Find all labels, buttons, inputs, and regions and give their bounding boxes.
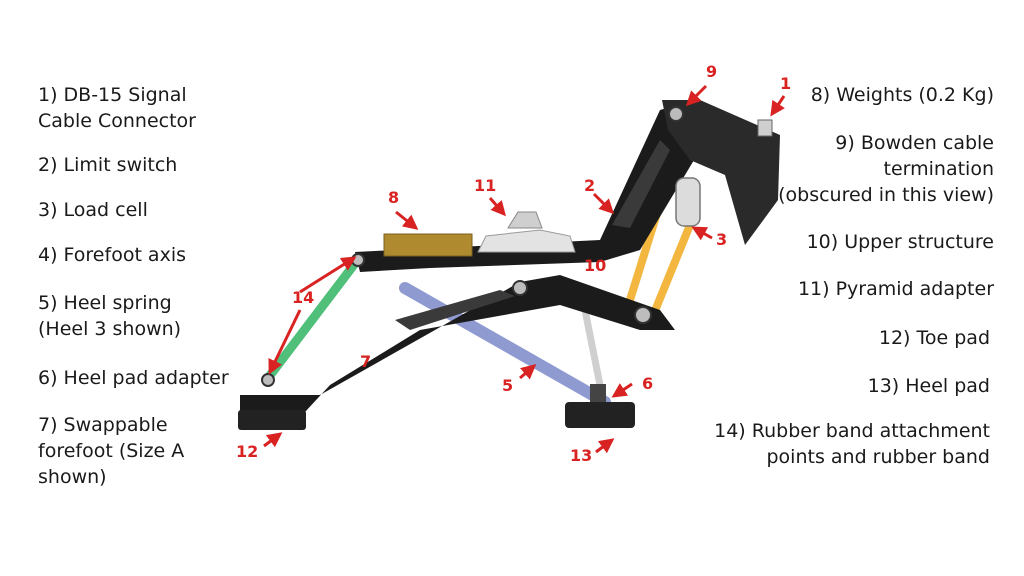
- upper-structure-inner: [612, 140, 670, 228]
- bowden-bracket: [662, 100, 780, 245]
- heel-spring: [399, 282, 611, 408]
- label-6-heel-pad-adapter: 6) Heel pad adapter: [38, 367, 229, 389]
- weights: [383, 233, 473, 257]
- marker-9: 9: [706, 62, 718, 81]
- rubber-band: [263, 257, 361, 383]
- pyramid-adapter: [477, 229, 576, 253]
- marker-3: 3: [716, 230, 728, 249]
- heel-pad-adapter: [590, 384, 606, 402]
- toe-pad: [238, 410, 306, 430]
- label-2-limit-switch: 2) Limit switch: [38, 154, 178, 176]
- pyramid-top: [507, 211, 543, 229]
- db15-connector: [757, 119, 773, 137]
- label-3-load-cell: 3) Load cell: [38, 199, 148, 221]
- grey-rod: [581, 309, 604, 386]
- marker-14: 14: [292, 288, 315, 307]
- marker-8: 8: [388, 188, 400, 207]
- swappable-forefoot: [240, 275, 675, 412]
- band-attachment-bottom: [261, 373, 275, 387]
- load-cell: [675, 177, 701, 227]
- marker-6: 6: [642, 374, 654, 393]
- marker-5: 5: [502, 376, 514, 395]
- marker-7: 7: [360, 352, 372, 371]
- label-8-weights: 8) Weights (0.2 Kg): [810, 84, 994, 106]
- marker-1: 1: [780, 74, 792, 93]
- label-12-toe-pad: 12) Toe pad: [878, 327, 990, 349]
- band-attachment-top: [351, 253, 365, 267]
- label-4-forefoot-axis: 4) Forefoot axis: [38, 244, 186, 266]
- label-10-upper-structure: 10) Upper structure: [806, 231, 994, 253]
- forefoot-axis-pivot: [512, 280, 528, 296]
- label-5-heel-spring: 5) Heel spring(Heel 3 shown): [38, 292, 182, 340]
- marker-12: 12: [236, 442, 259, 461]
- marker-11: 11: [474, 176, 497, 195]
- label-13-heel-pad: 13) Heel pad: [867, 375, 990, 397]
- upper-structure: [355, 102, 700, 272]
- marker-2: 2: [584, 176, 596, 195]
- bracket-pivot: [668, 106, 684, 122]
- callout-arrows: [263, 84, 786, 454]
- marker-13: 13: [570, 446, 593, 465]
- rear-pivot: [634, 306, 652, 324]
- forefoot-slot: [395, 290, 515, 330]
- heel-pad: [565, 402, 635, 428]
- load-strut-right: [648, 223, 694, 320]
- marker-10: 10: [584, 256, 607, 275]
- label-11-pyramid-adapter: 11) Pyramid adapter: [797, 278, 994, 300]
